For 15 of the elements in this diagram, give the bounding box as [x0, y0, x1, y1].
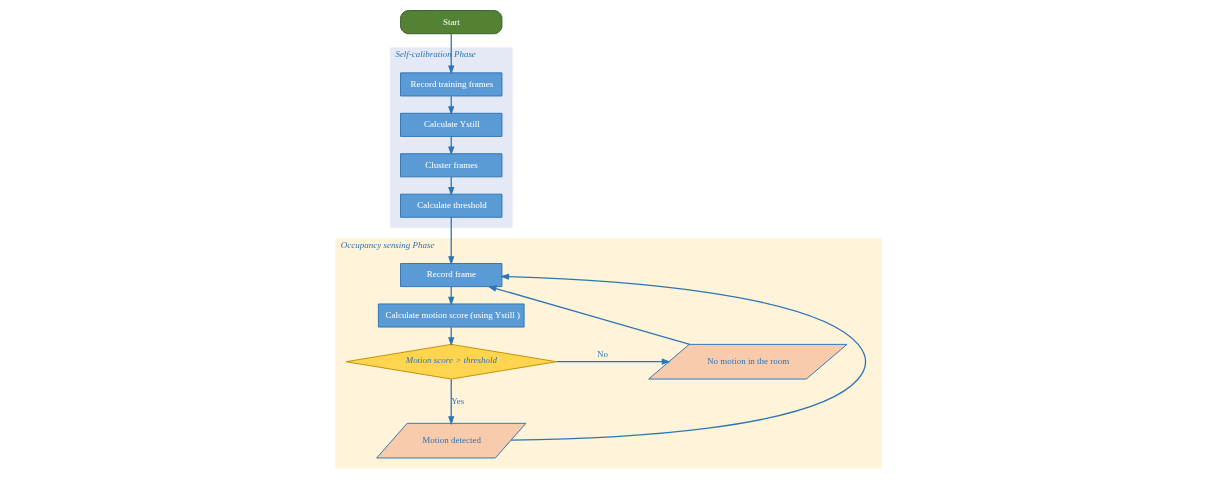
arrow	[447, 378, 454, 426]
node-box: Cluster frames	[399, 153, 502, 178]
edge-label: No	[596, 349, 608, 360]
node-box: Calculate motion score (using Ystill )	[377, 303, 525, 328]
arrow	[499, 273, 866, 441]
node-box: Record frame	[399, 263, 502, 288]
node-box: Record training frames	[399, 72, 502, 97]
node-box: Start	[399, 10, 502, 35]
node-diamond: Motion score > threshold	[345, 343, 557, 380]
node-box: Calculate threshold	[399, 193, 502, 218]
arrow	[447, 33, 454, 75]
arrow	[487, 285, 690, 345]
node-box: Calculate Ystill	[399, 112, 502, 137]
arrow	[447, 216, 454, 266]
arrow	[555, 358, 671, 365]
